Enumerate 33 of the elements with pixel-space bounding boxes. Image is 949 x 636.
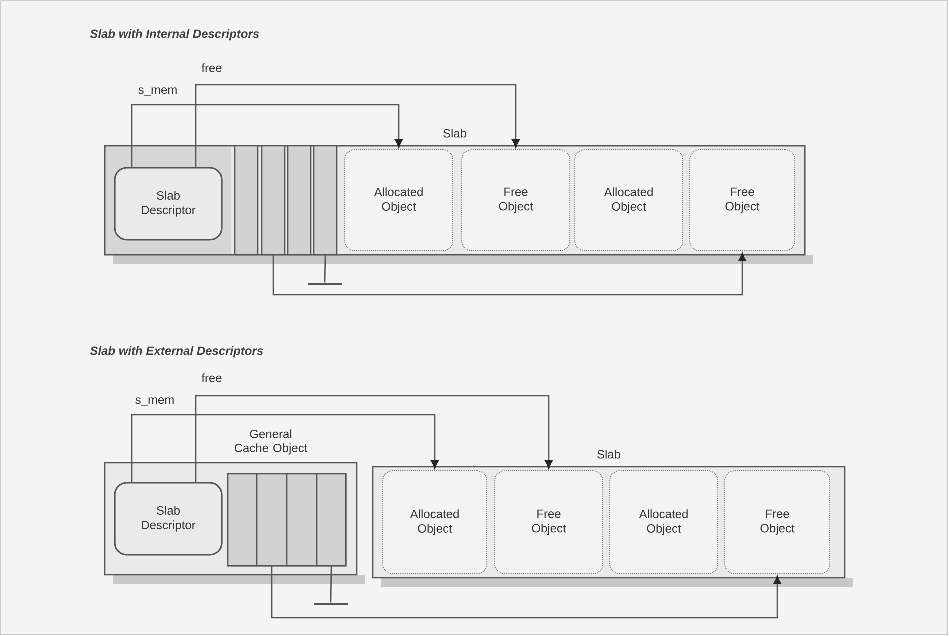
array-cell [316,473,347,567]
connector-arrow [271,566,782,619]
object-box: Free Object [494,470,604,574]
connector-arrow [131,414,439,482]
edge-label: s_mem [134,396,176,408]
object-box: Allocated Object [344,150,454,252]
object-box: Allocated Object [610,470,718,574]
node-label: Slab [444,129,467,138]
object-box: Free Object [690,150,796,252]
object-box: Allocated Object [574,150,684,252]
array-cell [227,473,258,567]
section-title: Slab with External Descriptors [90,346,264,358]
array-cell [286,473,318,567]
connector-arrow [272,253,746,296]
node-label: Slab [598,450,620,459]
descriptor-box: Slab Descriptor [114,482,223,556]
array-cell [313,145,338,256]
descriptor-box: Slab Descriptor [114,167,223,241]
edge-label: s_mem [137,86,179,98]
array-cell [261,145,286,256]
array-cell [256,473,288,567]
array-cell [287,145,312,256]
section-title: Slab with Internal Descriptors [90,29,260,41]
connector-arrow [131,104,403,168]
node-label: General Cache Object [234,430,308,455]
array-cell [234,145,259,256]
object-box: Allocated Object [382,470,488,574]
object-box: Free Object [724,470,830,574]
connector-arrow [195,84,520,168]
object-box: Free Object [462,150,570,252]
edge-label: free [200,372,224,384]
connector-arrow [195,395,553,482]
edge-label: free [200,62,224,74]
